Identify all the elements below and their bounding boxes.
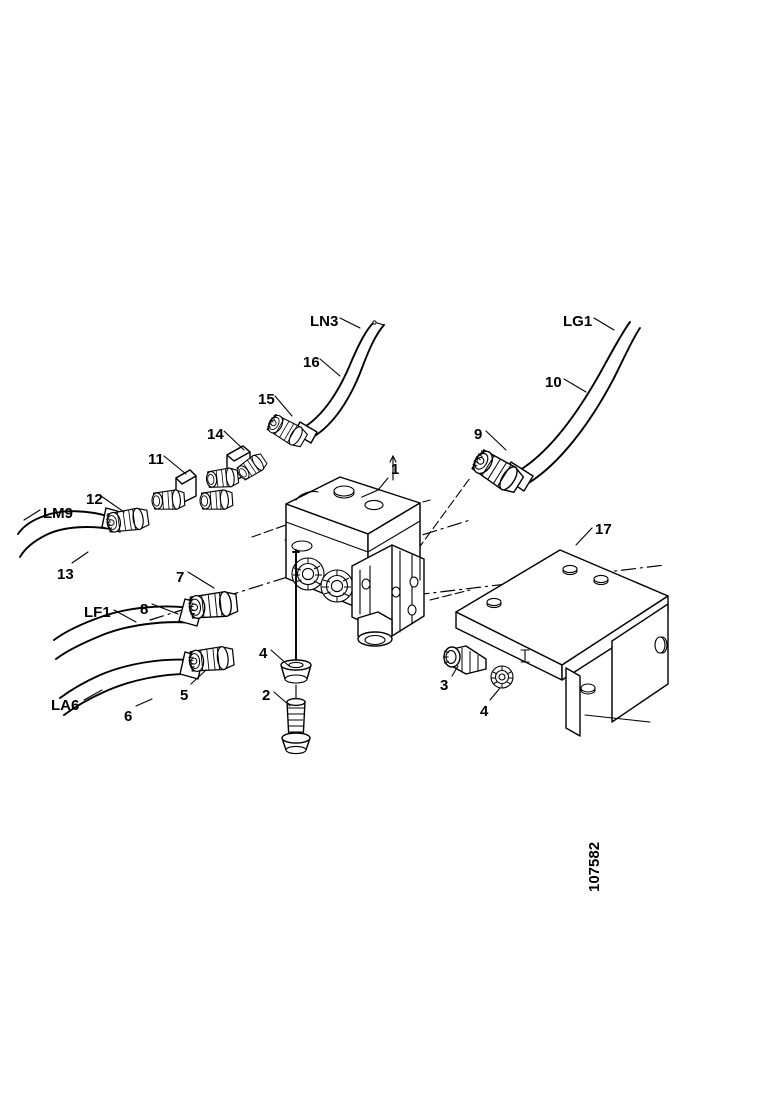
hardware-center-stack [280, 549, 312, 755]
port-label-ln3: LN3 [310, 313, 339, 330]
callout-9: 9 [474, 426, 483, 443]
hose-la6 [59, 651, 204, 716]
callout-11: 11 [148, 451, 164, 468]
callout-17: 17 [595, 521, 612, 538]
port-label-la6: LA6 [51, 697, 80, 714]
callout-10: 10 [545, 374, 562, 391]
callout-1: 1 [391, 461, 400, 478]
hose-lf1 [53, 598, 204, 660]
callout-6: 6 [124, 708, 133, 725]
port-label-lg1: LG1 [563, 313, 593, 330]
leader-lines [23, 317, 615, 707]
valve-front-ports [291, 557, 354, 603]
callout-8: 8 [140, 601, 149, 618]
hardware-4-washer-right [490, 649, 530, 689]
hose-lg1 [502, 321, 641, 492]
hose-ln3 [293, 320, 385, 444]
callout-2: 2 [262, 687, 271, 704]
fitting-11b [198, 488, 234, 512]
callout-5: 5 [180, 687, 189, 704]
mounting-bracket-17 [455, 549, 669, 737]
drawing-number: 107582 [586, 841, 603, 892]
callout-4-center: 4 [259, 645, 268, 662]
callout-14: 14 [207, 426, 224, 443]
callout-4-right: 4 [480, 703, 489, 720]
callout-12: 12 [86, 491, 103, 508]
callout-3: 3 [440, 677, 449, 694]
hardware-3-bolt [443, 645, 487, 675]
callout-13: 13 [57, 566, 74, 583]
fitting-11 [150, 488, 186, 512]
fitting-7 [186, 589, 239, 621]
fitting-9 [467, 445, 527, 497]
valve-solenoid-block [351, 544, 425, 647]
port-label-lf1: LF1 [84, 604, 111, 621]
valve-block-body [285, 476, 425, 647]
fitting-5 [186, 644, 236, 674]
fitting-15 [263, 411, 310, 450]
fitting-14 [205, 466, 240, 490]
port-label-lm9: LM9 [43, 505, 73, 522]
callout-16: 16 [303, 354, 320, 371]
callout-15: 15 [258, 391, 275, 408]
callout-7: 7 [176, 569, 185, 586]
